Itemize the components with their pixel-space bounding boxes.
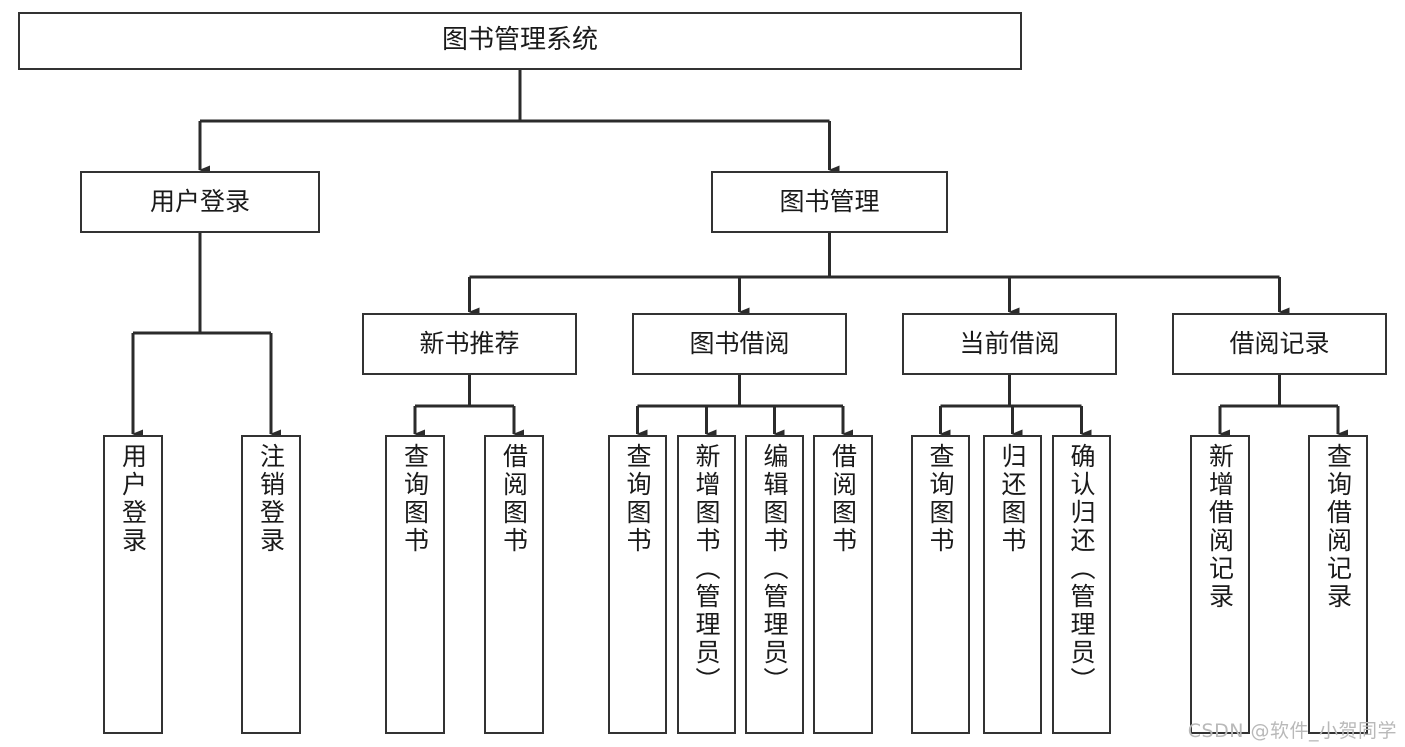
node-label-leaf-confirm-return: 确认归还（管理员） xyxy=(1067,443,1096,695)
node-borrow-record[interactable]: 借阅记录 xyxy=(1172,313,1387,375)
node-leaf-query-book-1[interactable]: 查询图书 xyxy=(385,435,445,734)
node-label-user-login: 用户登录 xyxy=(149,187,250,216)
node-leaf-borrow-book-1[interactable]: 借阅图书 xyxy=(484,435,544,734)
node-label-leaf-borrow-book-2: 借阅图书 xyxy=(828,443,858,555)
node-new-book-recommend[interactable]: 新书推荐 xyxy=(362,313,577,375)
node-label-borrow-record: 借阅记录 xyxy=(1229,329,1330,358)
node-leaf-borrow-book-2[interactable]: 借阅图书 xyxy=(813,435,873,734)
node-label-new-book-recommend: 新书推荐 xyxy=(419,329,520,358)
node-leaf-return-book[interactable]: 归还图书 xyxy=(983,435,1042,734)
node-label-leaf-borrow-book-1: 借阅图书 xyxy=(499,443,529,555)
node-label-leaf-query-record: 查询借阅记录 xyxy=(1323,443,1353,611)
node-book-borrow[interactable]: 图书借阅 xyxy=(632,313,847,375)
node-label-leaf-return-book: 归还图书 xyxy=(998,443,1027,555)
watermark-text: CSDN @软件_小贺同学 xyxy=(1187,720,1397,742)
node-leaf-edit-book[interactable]: 编辑图书（管理员） xyxy=(745,435,804,734)
node-label-book-borrow: 图书借阅 xyxy=(689,329,790,358)
node-label-leaf-query-book-3: 查询图书 xyxy=(926,443,955,555)
node-label-leaf-logout: 注销登录 xyxy=(256,443,286,555)
node-leaf-add-book[interactable]: 新增图书（管理员） xyxy=(677,435,736,734)
node-label-current-borrow: 当前借阅 xyxy=(959,329,1060,358)
node-label-leaf-query-book-2: 查询图书 xyxy=(623,443,652,555)
node-label-leaf-query-book-1: 查询图书 xyxy=(400,443,430,555)
node-label-root: 图书管理系统 xyxy=(441,25,598,56)
node-user-login[interactable]: 用户登录 xyxy=(80,171,320,233)
node-leaf-query-record[interactable]: 查询借阅记录 xyxy=(1308,435,1368,734)
node-leaf-query-book-3[interactable]: 查询图书 xyxy=(911,435,970,734)
node-current-borrow[interactable]: 当前借阅 xyxy=(902,313,1117,375)
node-label-leaf-edit-book: 编辑图书（管理员） xyxy=(760,443,789,695)
node-label-leaf-user-login: 用户登录 xyxy=(118,443,148,555)
node-leaf-user-login[interactable]: 用户登录 xyxy=(103,435,163,734)
node-leaf-confirm-return[interactable]: 确认归还（管理员） xyxy=(1052,435,1111,734)
node-label-book-manage: 图书管理 xyxy=(779,187,880,216)
node-label-leaf-add-book: 新增图书（管理员） xyxy=(692,443,721,695)
node-leaf-query-book-2[interactable]: 查询图书 xyxy=(608,435,667,734)
node-leaf-logout[interactable]: 注销登录 xyxy=(241,435,301,734)
node-root[interactable]: 图书管理系统 xyxy=(18,12,1022,70)
node-book-manage[interactable]: 图书管理 xyxy=(711,171,948,233)
node-label-leaf-add-record: 新增借阅记录 xyxy=(1205,443,1235,611)
node-leaf-add-record[interactable]: 新增借阅记录 xyxy=(1190,435,1250,734)
